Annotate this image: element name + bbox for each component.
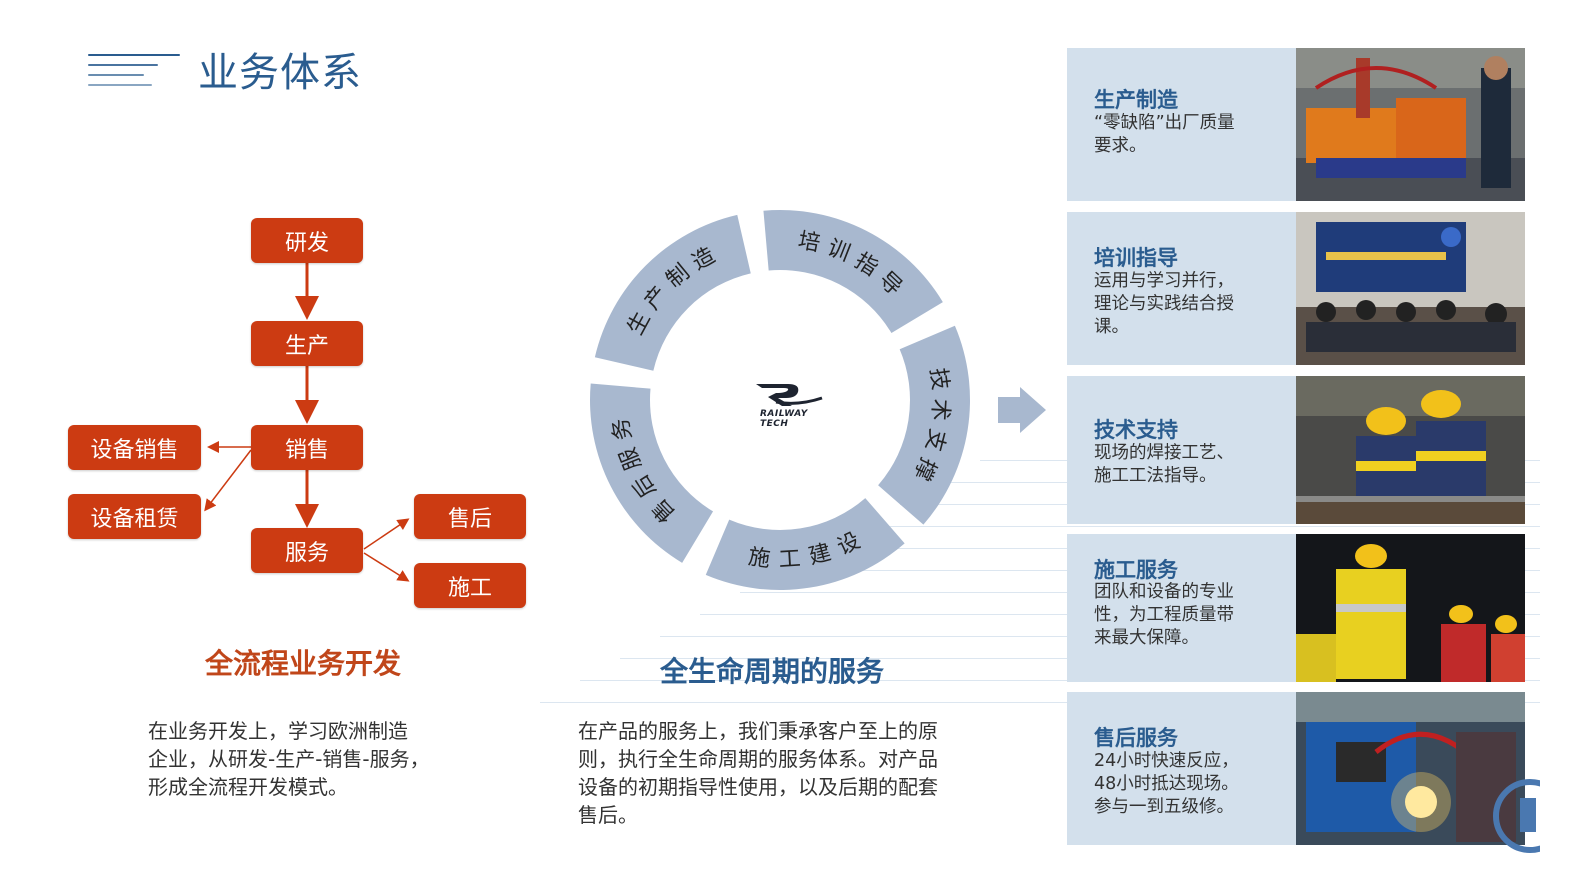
photo-training-room: [1296, 212, 1525, 365]
photo-night-construction: [1296, 534, 1525, 682]
arrow-right-icon: [998, 387, 1046, 433]
panel-title: 生产制造: [1094, 88, 1178, 112]
flow-node-construction: 施工: [414, 563, 526, 608]
cycle-segment-label-char: 术: [927, 398, 953, 422]
cycle-segment: [763, 210, 943, 334]
flow-node-after-sales: 售后: [414, 494, 526, 539]
panel-training: 培训指导 运用与学习并行，理论与实践结合授课。: [1067, 212, 1525, 365]
cycle-heading: 全生命周期的服务: [660, 655, 885, 688]
panel-tech-support: 技术支持 现场的焊接工艺、施工工法指导。: [1067, 376, 1525, 524]
panel-text: 现场的焊接工艺、施工工法指导。: [1094, 443, 1234, 486]
cycle-segment: [590, 383, 714, 563]
flow-node-service: 服务: [251, 528, 363, 573]
panel-title: 技术支持: [1094, 418, 1178, 442]
photo-welding-sparks: [1296, 692, 1525, 845]
cycle-segment-label-char: 工: [778, 547, 802, 573]
flow-heading: 全流程业务开发: [205, 647, 402, 680]
page-title: 业务体系: [198, 50, 362, 96]
photo-welding-workers: [1296, 376, 1525, 524]
panel-after-sales: 售后服务 24小时快速反应，48小时抵达现场。参与一到五级修。: [1067, 692, 1525, 845]
panel-text: 24小时快速反应，48小时抵达现场。参与一到五级修。: [1094, 751, 1239, 817]
flow-node-equipment-sales: 设备销售: [68, 425, 201, 470]
panel-production: 生产制造 “零缺陷”出厂质量要求。: [1067, 48, 1525, 201]
corner-emblem-icon: [1493, 779, 1540, 853]
panel-text: “零缺陷”出厂质量要求。: [1094, 113, 1235, 156]
cycle-segment-label-char: 培: [796, 228, 822, 257]
cycle-segment-label-char: 务: [608, 416, 637, 442]
panel-text: 运用与学习并行，理论与实践结合授课。: [1094, 271, 1234, 337]
cycle-segment-label-char: 技: [925, 367, 953, 392]
cycle-segment: [878, 325, 970, 525]
panel-text: 团队和设备的专业性，为工程质量带来最大保障。: [1094, 582, 1234, 648]
panel-title: 售后服务: [1094, 726, 1178, 750]
cycle-description: 在产品的服务上，我们秉承客户至上的原 则，执行全生命周期的服务体系。对产品 设备…: [578, 719, 938, 827]
panel-title: 施工服务: [1094, 558, 1178, 582]
cycle-segment-label-char: 施: [747, 545, 772, 573]
flow-connectors: [204, 263, 410, 582]
railway-tech-logo-icon: RAILWAY TECH: [748, 380, 828, 434]
flow-description: 在业务开发上，学习欧洲制造 企业，从研发-生产-销售-服务， 形成全流程开发模式…: [148, 719, 430, 799]
flow-node-sales: 销售: [251, 425, 363, 470]
flow-node-equipment-rental: 设备租赁: [68, 494, 201, 539]
photo-factory: [1296, 48, 1525, 201]
header-lines-icon: [88, 54, 180, 88]
cycle-segment: [594, 214, 751, 371]
panel-construction: 施工服务 团队和设备的专业性，为工程质量带来最大保障。: [1067, 534, 1525, 682]
flow-node-production: 生产: [251, 321, 363, 366]
service-cycle: 生产制造培训指导技术支撑施工建设售后服务: [590, 210, 970, 590]
flow-node-rd: 研发: [251, 218, 363, 263]
panel-title: 培训指导: [1094, 246, 1178, 270]
cycle-segment: [705, 498, 905, 590]
